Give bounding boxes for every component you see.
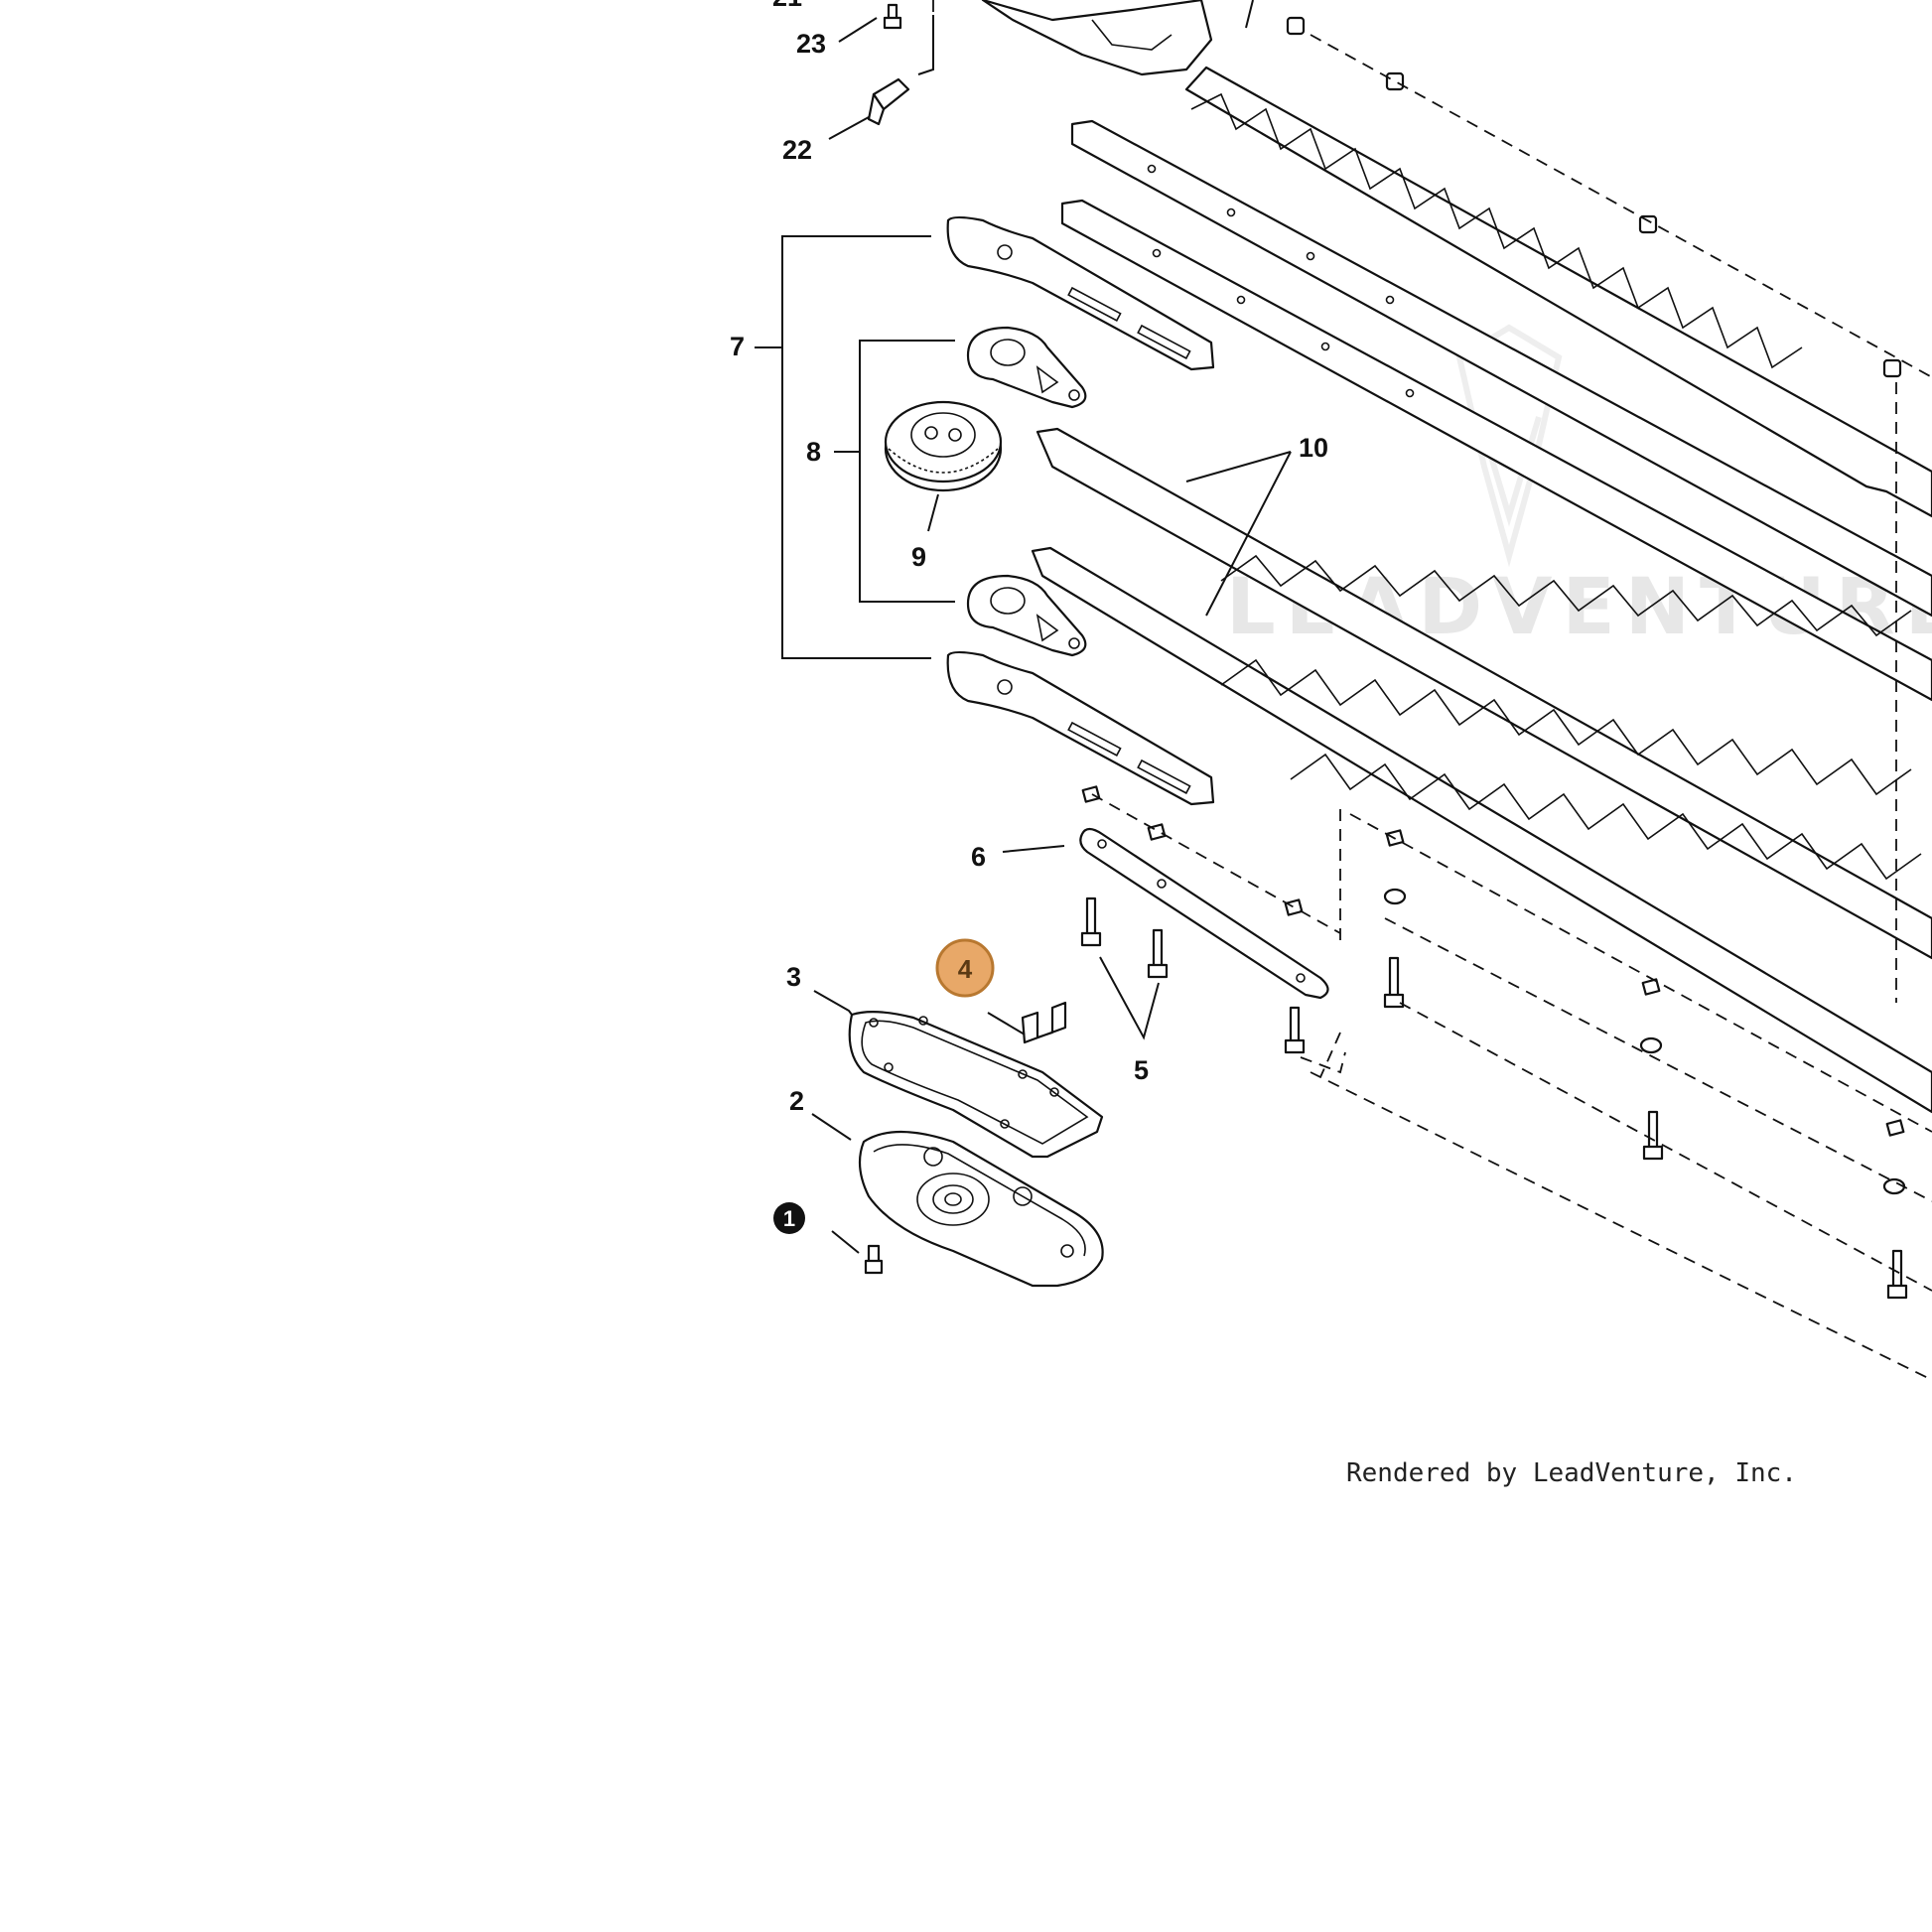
plate-upper [946,215,1215,371]
arm-lower [966,574,1087,657]
callout-22[interactable]: 22 [782,135,812,165]
grease-fitting [867,77,910,126]
leader-lines [755,0,1292,1254]
callouts: 21 23 22 7 8 9 10 6 5 3 2 1 4 [730,0,1328,1234]
upper-blade [1184,66,1932,518]
gear [884,400,1003,492]
callout-4-highlight[interactable]: 4 [935,938,995,998]
callout-1: 1 [783,1206,795,1231]
housing-top [981,0,1213,76]
guide-strip-top [1070,119,1932,618]
callout-10[interactable]: 10 [1299,433,1328,463]
callout-5[interactable]: 5 [1134,1055,1149,1085]
spacers [1081,785,1906,1195]
callout-2[interactable]: 2 [789,1086,804,1116]
clip [1021,1001,1067,1044]
callout-6[interactable]: 6 [971,842,986,872]
callout-4: 4 [958,954,973,984]
plate-lower [946,650,1215,806]
cover [858,1130,1104,1288]
callout-9[interactable]: 9 [911,542,926,572]
nuts-top [1286,16,1902,378]
callout-8[interactable]: 8 [806,437,821,467]
lower-blade [1031,427,1932,1114]
callout-7[interactable]: 7 [730,332,745,361]
callout-21[interactable]: 21 [772,0,802,12]
arm-upper [966,326,1087,409]
bar [1079,827,1329,1000]
callout-3[interactable]: 3 [786,962,801,992]
gasket [848,1011,1104,1159]
screws [864,3,1908,1300]
callout-23[interactable]: 23 [796,29,826,59]
render-credit: Rendered by LeadVenture, Inc. [1346,1458,1797,1488]
guide-strip-bottom [1060,199,1932,702]
assembly-dashed-lines [932,0,1932,1381]
callout-1-badge[interactable]: 1 [773,1202,805,1234]
